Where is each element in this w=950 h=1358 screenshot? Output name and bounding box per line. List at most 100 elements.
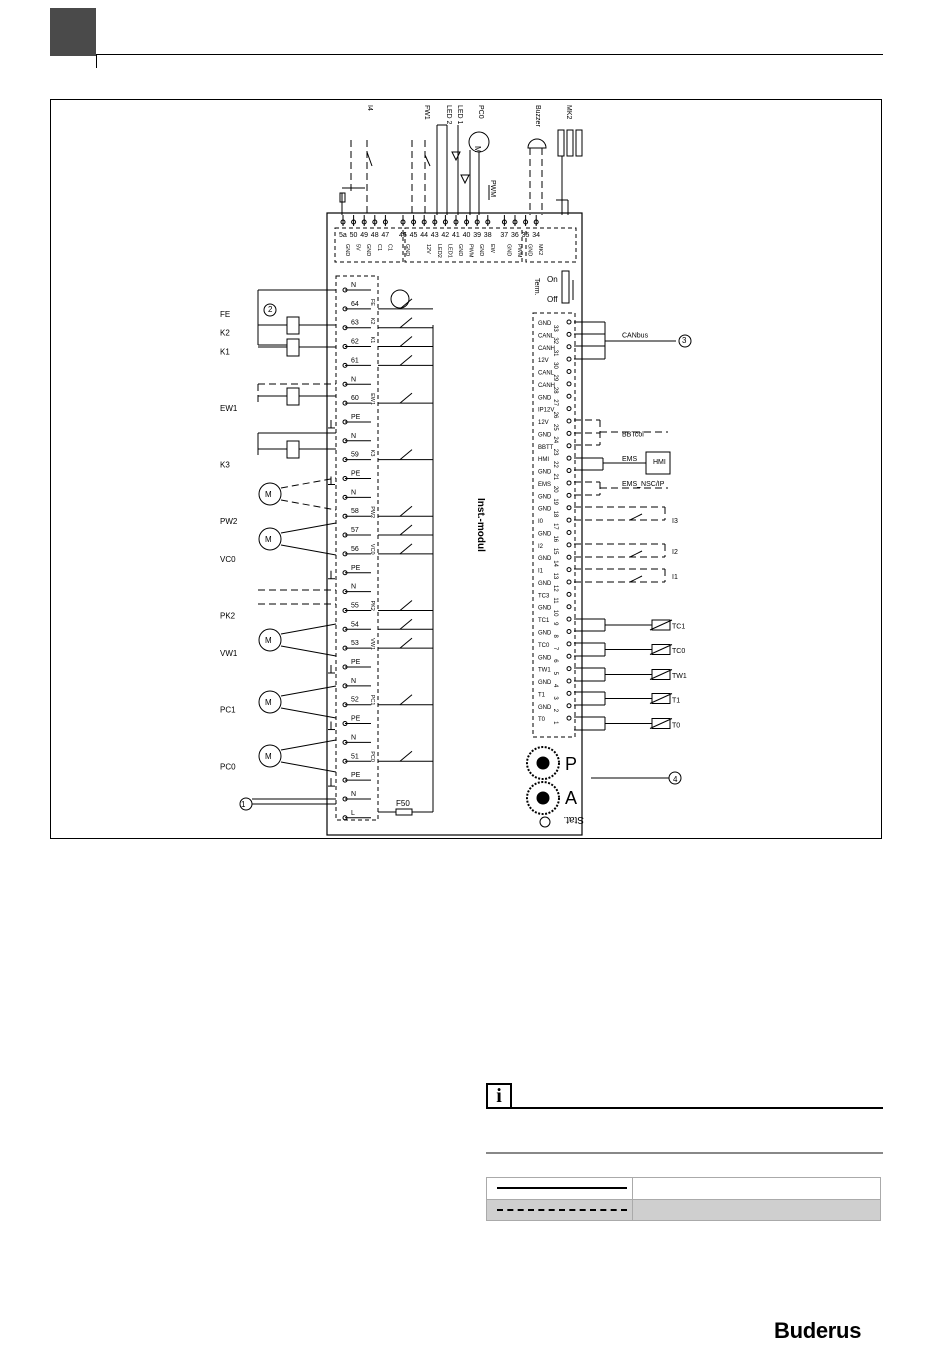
termination-switch — [561, 270, 570, 304]
module-body — [326, 212, 583, 836]
right-terminal-screw — [566, 517, 572, 523]
right-terminal-signal: GND — [538, 581, 552, 587]
right-terminal-screw — [566, 505, 572, 511]
chapter-tab — [50, 8, 96, 56]
left-terminal-signal: PW2 — [369, 506, 375, 518]
right-terminal-number: 12 — [552, 585, 558, 592]
k1-relay — [286, 338, 300, 357]
left-terminal-number: L — [351, 810, 355, 817]
right-terminal-screw — [566, 529, 572, 535]
pt1-sensor — [651, 693, 671, 704]
top-terminal-signal: PWM — [468, 244, 474, 258]
top-terminal-signal: C1 — [376, 244, 382, 251]
right-terminal-signal: GND — [538, 680, 552, 686]
right-terminal-number: 21 — [552, 474, 558, 481]
top-terminal-number: 50 — [350, 232, 358, 239]
right-terminal-signal: GND — [538, 432, 552, 438]
top-terminal-signal: C1 — [386, 244, 392, 251]
legend-row-dashed — [487, 1200, 880, 1220]
top-terminal-signal: GND — [478, 244, 484, 256]
right-terminal-signal: GND — [538, 556, 552, 562]
right-terminal-number: 3 — [552, 696, 558, 700]
coder-p-label: P — [565, 754, 577, 774]
fuse-label: F50 — [396, 799, 410, 808]
left-terminal-signal: PC0 — [369, 751, 375, 762]
right-terminal-number: 22 — [552, 461, 558, 468]
led2-symbol — [451, 151, 461, 162]
right-strip-box — [532, 312, 576, 738]
right-terminal-signal: GND — [538, 470, 552, 476]
right-terminal-signal: IP12V — [538, 408, 554, 414]
right-terminal-screw — [566, 715, 572, 721]
left-terminal-number: 62 — [351, 339, 359, 346]
tw1-sensor — [651, 669, 671, 680]
pc0-top-motor-letter: M — [473, 146, 482, 153]
left-terminal-number: 55 — [351, 602, 359, 609]
left-terminal-number: N — [351, 433, 356, 440]
top-strip-box-3 — [525, 227, 577, 263]
right-terminal-screw — [566, 653, 572, 659]
fe-transistor — [390, 289, 410, 309]
left-device-label: EW1 — [220, 404, 238, 413]
callout-4: 4 — [673, 775, 678, 784]
right-terminal-signal: TC3 — [538, 593, 550, 599]
right-terminal-number: 18 — [552, 511, 558, 518]
right-terminal-number: 2 — [552, 709, 558, 713]
right-terminal-number: 5 — [552, 672, 558, 676]
right-terminal-signal: GND — [538, 531, 552, 537]
left-terminal-number: N — [351, 791, 356, 798]
right-terminal-number: 19 — [552, 498, 558, 505]
right-device-label: TC1 — [672, 623, 685, 630]
left-terminal-signal: PC1 — [369, 695, 375, 706]
right-terminal-signal: GND — [538, 606, 552, 612]
coder-a-label: A — [565, 788, 577, 808]
pc1-motor-letter: M — [265, 698, 272, 707]
switch-off-label: Off — [547, 295, 558, 304]
left-terminal-signal: FE — [369, 299, 375, 306]
led1-symbol — [460, 174, 470, 185]
vw1-motor — [258, 628, 282, 652]
left-device-label: K1 — [220, 348, 230, 357]
top-terminal-signal: GND — [527, 244, 533, 256]
pw2-motor — [258, 482, 282, 506]
right-terminal-block: GND33CANL32CANH3112V30CANL29CANH28GND27I… — [538, 319, 692, 731]
left-terminal-signal: VW1 — [369, 638, 375, 650]
top-terminal-signal: GND — [404, 244, 410, 256]
top-terminal-number: 41 — [452, 232, 460, 239]
right-terminal-screw — [566, 480, 572, 486]
right-device-label: T0 — [672, 722, 680, 729]
callout-3-circle — [678, 334, 692, 348]
right-terminal-screw — [566, 468, 572, 474]
top-terminal-number: 39 — [473, 232, 481, 239]
top-strip-box-1 — [334, 227, 404, 263]
right-terminal-number: 9 — [552, 622, 558, 626]
right-terminal-screw — [566, 356, 572, 362]
left-device-label: PC0 — [220, 762, 236, 771]
right-terminal-number: 23 — [552, 449, 558, 456]
top-terminal-number: 44 — [420, 232, 428, 239]
right-terminal-number: 1 — [552, 721, 558, 725]
dashed-line-sample — [497, 1209, 627, 1211]
mk2-coil — [566, 129, 574, 157]
right-terminal-signal: GND — [538, 321, 552, 327]
right-terminal-signal: HMI — [538, 457, 549, 463]
left-terminal-number: N — [351, 282, 356, 289]
right-terminal-number: 30 — [552, 362, 558, 369]
left-terminal-signal: K1 — [369, 337, 375, 344]
module-labels: Inst.-modul On Off Term. P A Stat. F50 P… — [241, 180, 687, 825]
left-terminal-number: PE — [351, 414, 361, 421]
right-terminal-signal: I1 — [538, 569, 544, 575]
switch-term-label: Term. — [533, 278, 540, 296]
left-terminal-number: 58 — [351, 508, 359, 515]
top-terminal-signal: 5V — [355, 244, 361, 251]
pc0-motor-letter: M — [265, 752, 272, 761]
right-terminal-signal: GND — [538, 494, 552, 500]
top-device-label: PC0 — [477, 105, 484, 119]
right-device-label: I1 — [672, 574, 678, 581]
top-terminal-number: 40 — [463, 232, 471, 239]
pc1-motor — [258, 690, 282, 714]
hmi-box-label: HMI — [653, 459, 666, 466]
left-terminal-number: N — [351, 376, 356, 383]
right-terminal-screw — [566, 579, 572, 585]
